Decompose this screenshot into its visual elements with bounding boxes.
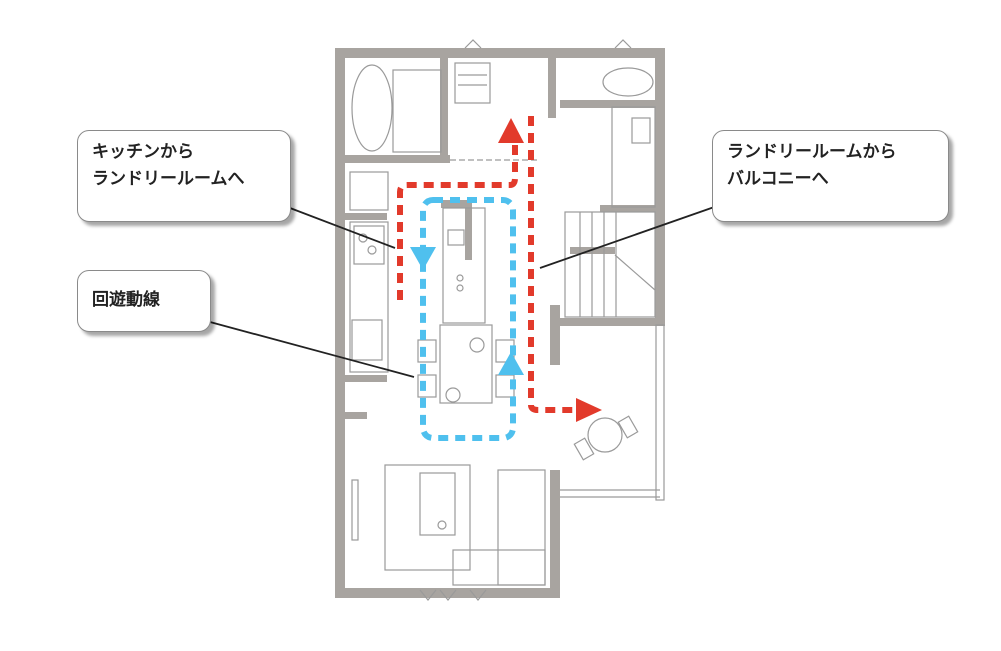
- blue-arrow-down: [410, 247, 436, 270]
- rug: [384, 464, 471, 571]
- washing-machine: [454, 62, 491, 104]
- red-laundry-to-balcony-route: [528, 116, 602, 422]
- callout-line: 回遊動線: [92, 290, 160, 310]
- callout-leader-lines: [209, 204, 721, 378]
- coffee-table: [419, 472, 456, 536]
- red-kitchen-to-laundry-route: [397, 118, 524, 300]
- balcony-table: [573, 415, 639, 461]
- callout-laundry-to-balcony: ランドリールームから バルコニーへ: [712, 130, 949, 222]
- red-arrow-right: [576, 398, 602, 422]
- callout-line: ランドリールームから: [727, 142, 897, 162]
- fixtures: [349, 39, 665, 601]
- red-arrow-up: [498, 118, 524, 143]
- blue-circulation-route: [410, 197, 524, 441]
- stairs: [564, 211, 656, 318]
- dining-table: [439, 324, 493, 404]
- kitchen-island: [442, 207, 486, 324]
- blue-arrow-up: [498, 352, 524, 375]
- toilet: [602, 67, 654, 97]
- callout-line: バルコニーへ: [727, 169, 829, 189]
- callout-line: ランドリールームへ: [92, 169, 245, 189]
- bathtub: [351, 64, 393, 152]
- callout-circulation: 回遊動線: [77, 270, 211, 332]
- callout-line: キッチンから: [92, 142, 194, 162]
- sofa: [497, 469, 546, 586]
- stove: [353, 225, 385, 265]
- walls: [335, 48, 665, 598]
- callout-kitchen-to-laundry: キッチンから ランドリールームへ: [77, 130, 291, 222]
